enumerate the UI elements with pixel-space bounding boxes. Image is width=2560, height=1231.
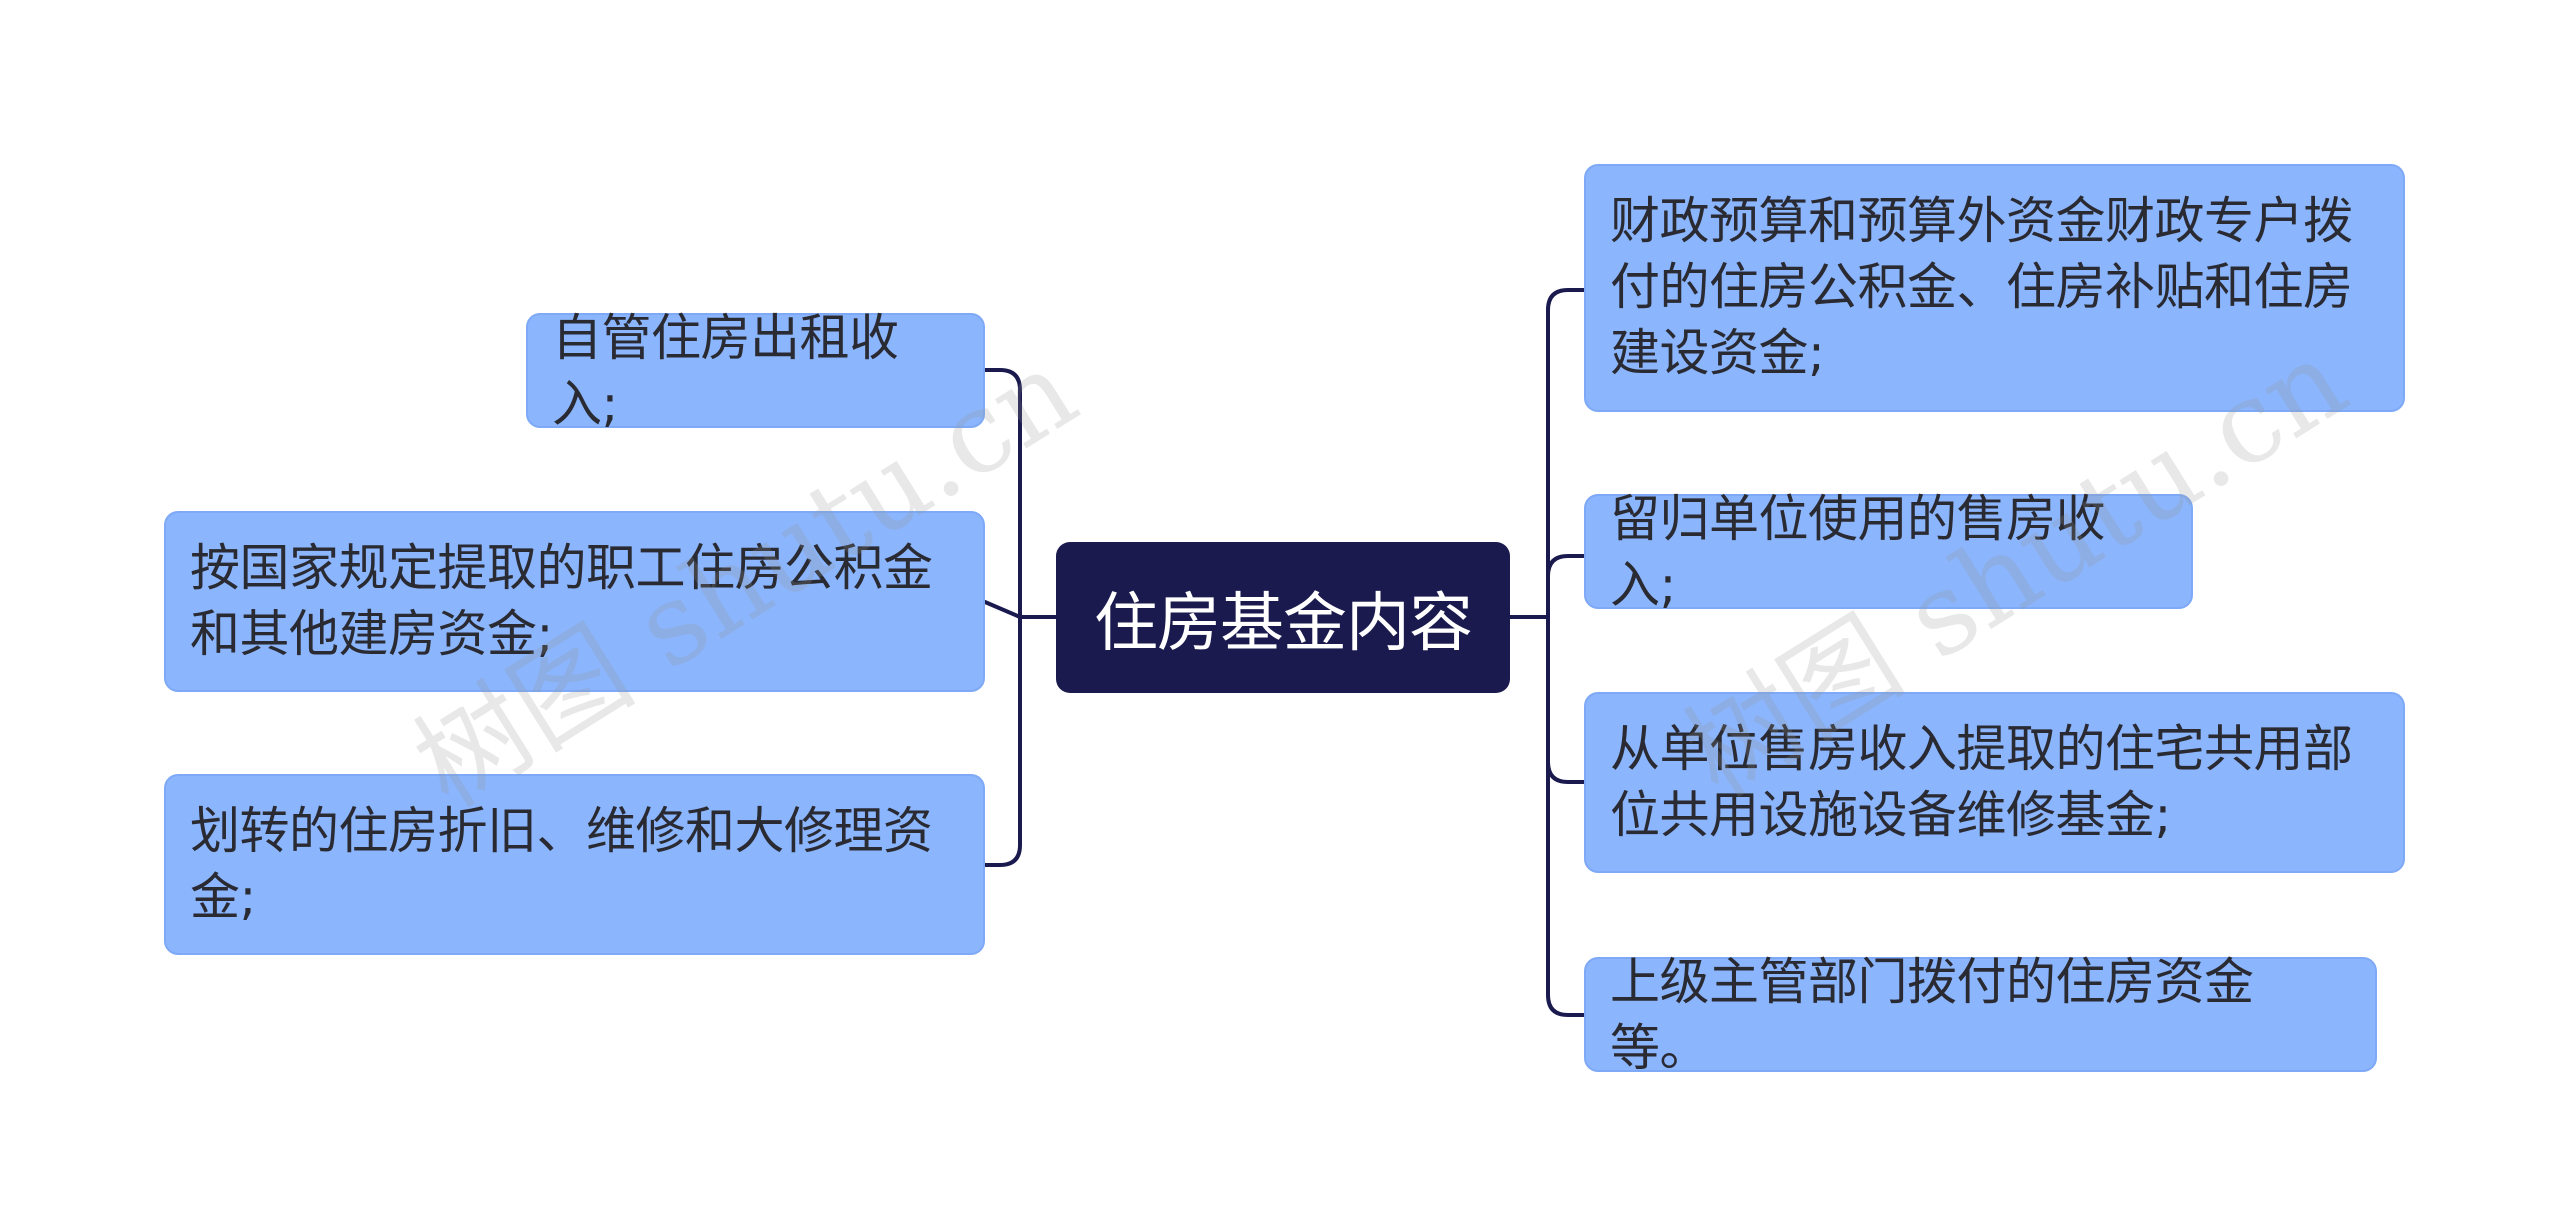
central-topic-label: 住房基金内容 [1094,586,1473,661]
connector-right-2 [1546,615,1586,784]
right-node-0[interactable]: 财政预算和预算外资金财政专户拨付的住房公积金、住房补贴和住房建设资金; [1584,164,2405,412]
left-node-2[interactable]: 划转的住房折旧、维修和大修理资金; [164,774,985,955]
right-node-3-label: 上级主管部门拨付的住房资金等。 [1610,952,2254,1077]
left-node-0-label: 自管住房出租收入; [552,308,899,433]
connector-right-0 [1546,288,1586,619]
right-node-1[interactable]: 留归单位使用的售房收入; [1584,490,2193,614]
right-node-3[interactable]: 上级主管部门拨付的住房资金等。 [1584,953,2377,1077]
connector-left-1 [983,600,1022,619]
connector-right-3 [1546,615,1586,1017]
right-node-0-label: 财政预算和预算外资金财政专户拨付的住房公积金、住房补贴和住房建设资金; [1610,192,2353,382]
right-node-1-label: 留归单位使用的售房收入; [1610,489,2106,614]
right-node-2[interactable]: 从单位售房收入提取的住宅共用部位共用设施设备维修基金; [1584,692,2405,873]
left-node-0[interactable]: 自管住房出租收入; [526,309,985,433]
central-topic[interactable]: 住房基金内容 [1056,542,1510,693]
connector-left-2 [983,615,1022,867]
left-node-1[interactable]: 按国家规定提取的职工住房公积金和其他建房资金; [164,511,985,692]
left-node-2-label: 划转的住房折旧、维修和大修理资金; [190,802,933,926]
right-node-2-label: 从单位售房收入提取的住宅共用部位共用设施设备维修基金; [1610,720,2353,844]
connector-left-0 [983,368,1022,619]
connector-right-1 [1546,554,1586,619]
left-node-1-label: 按国家规定提取的职工住房公积金和其他建房资金; [190,539,933,663]
